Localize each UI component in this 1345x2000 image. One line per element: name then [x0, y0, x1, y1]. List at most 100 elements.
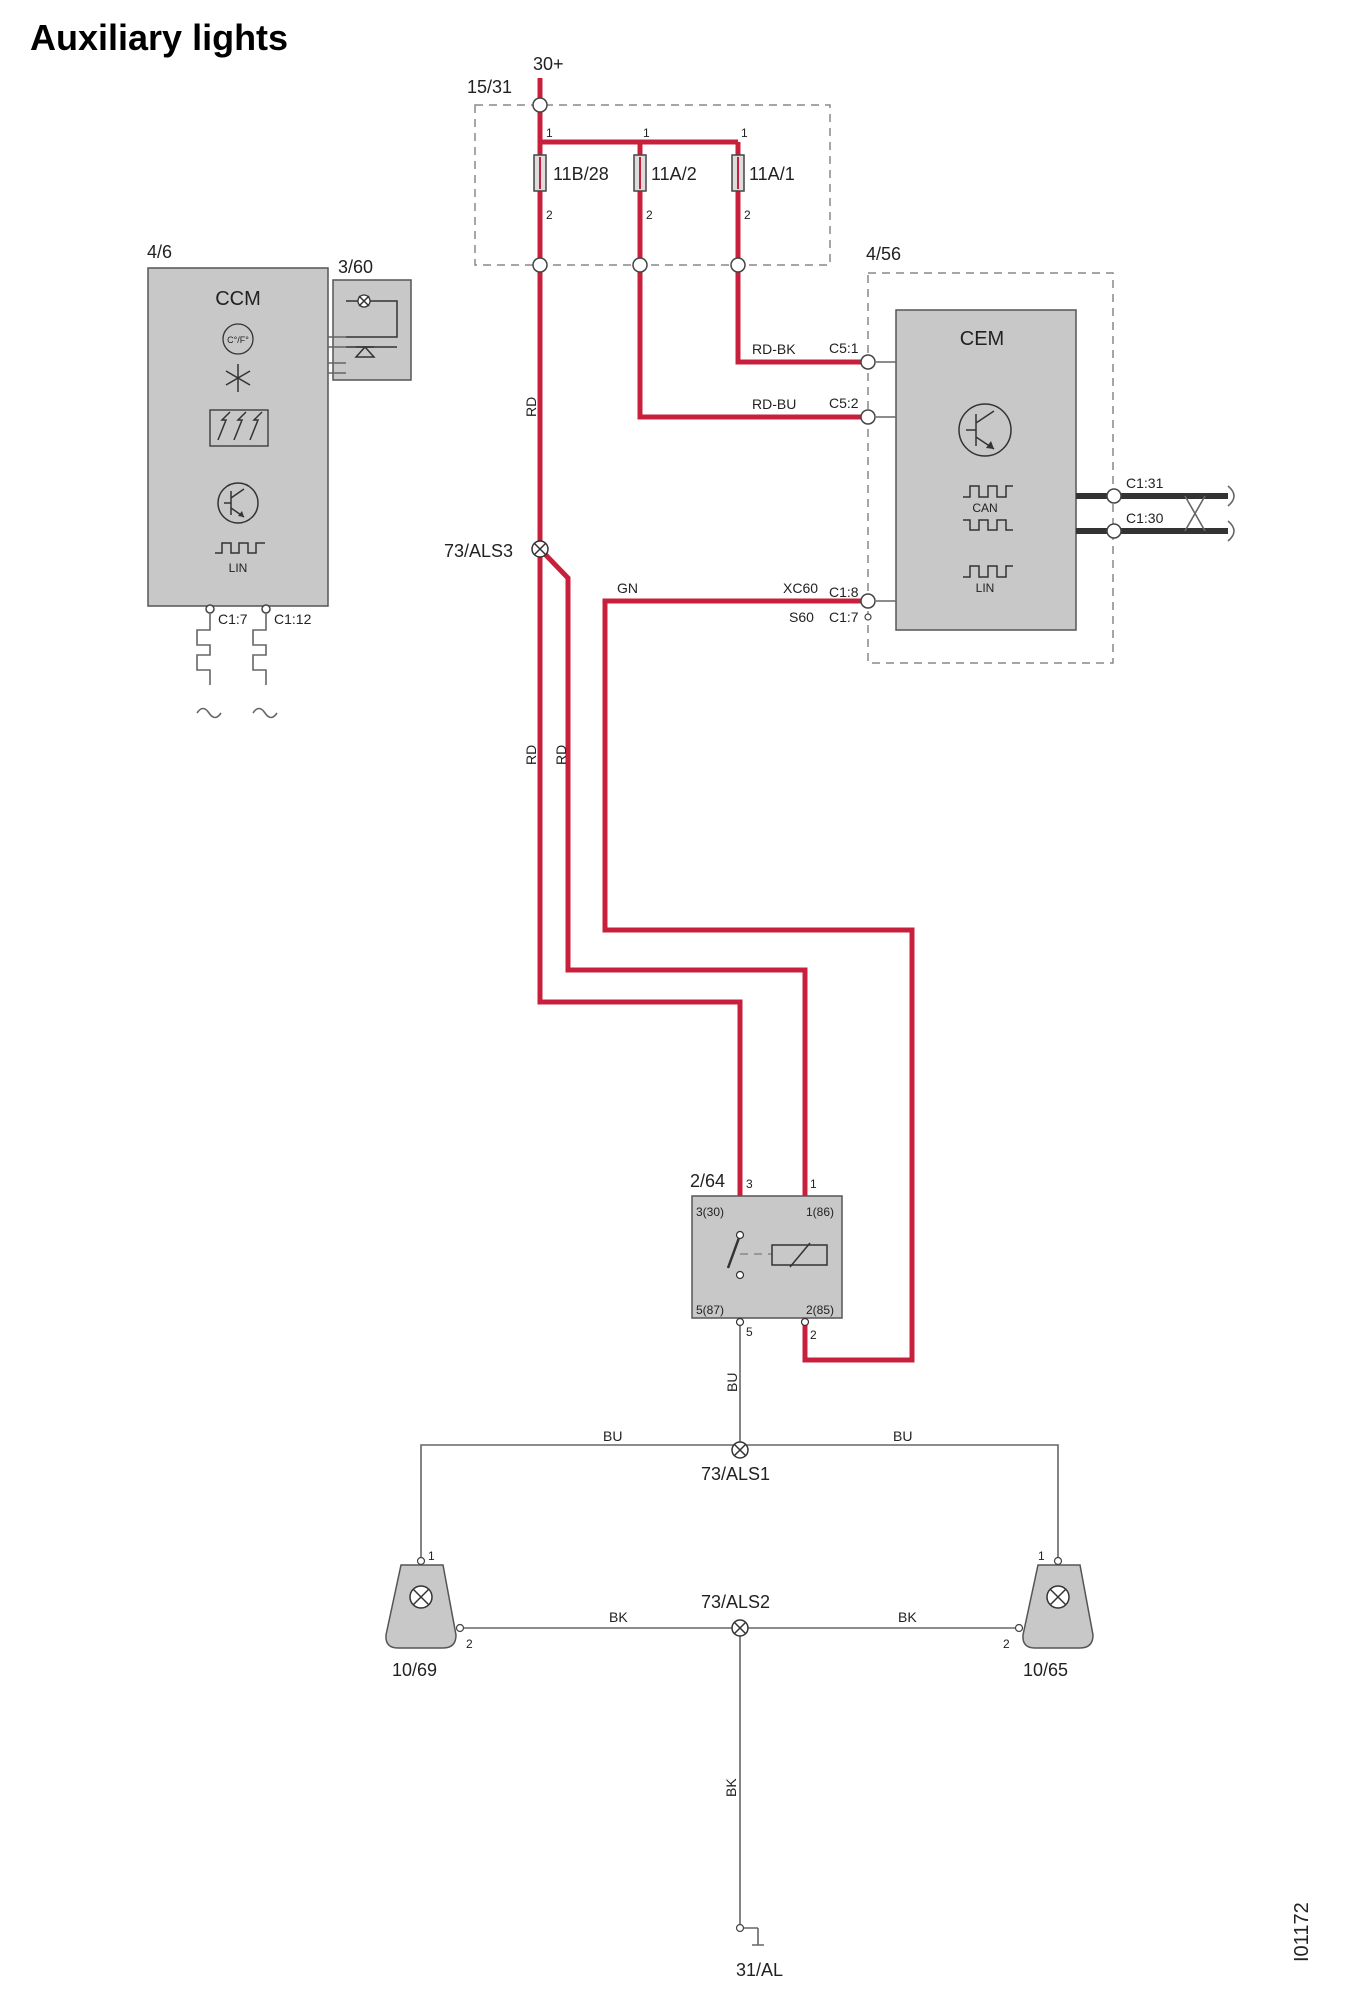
fuse-pin-in: 1 — [546, 126, 553, 140]
cem-terminal-c131 — [1106, 488, 1122, 504]
lin-wire-c112 — [252, 613, 267, 685]
relay-coil — [771, 1244, 828, 1266]
panel-led-icon — [354, 345, 376, 358]
relay-body — [691, 1195, 843, 1319]
wire-label-bu: BU — [724, 1373, 740, 1392]
cem-pin-c130: C1:30 — [1126, 510, 1164, 526]
lamp-id: 10/69 — [392, 1660, 437, 1680]
can-low-signal-icon — [963, 519, 1013, 531]
supply-label: 30+ — [533, 54, 564, 74]
ccm-id: 4/6 — [147, 242, 172, 262]
cem-boundary — [867, 272, 1114, 664]
splice-als3: 73/ALS3 — [444, 540, 549, 561]
lamp-terminal-2 — [455, 1623, 465, 1633]
fuse-pin-out: 2 — [646, 208, 653, 222]
splice-als2-label: 73/ALS2 — [701, 1592, 770, 1612]
ccm-temp-label: C°/F° — [227, 335, 249, 345]
fuse-11a1: 1 2 11A/1 — [731, 126, 795, 222]
fuse-box: 15/31 — [467, 77, 831, 266]
cem-lin-label: LIN — [976, 581, 995, 595]
terminal-11a2-out — [632, 257, 648, 273]
cem-terminal-c52 — [860, 409, 876, 425]
cem-pin-c51: C5:1 — [829, 340, 859, 356]
relay-label-587: 5(87) — [696, 1303, 724, 1317]
wire-label-bk: BK — [609, 1609, 628, 1625]
fuse-11b28: 1 2 11B/28 — [533, 126, 609, 222]
can-bus-continuation — [1227, 485, 1235, 542]
relay-pin-2: 2 — [810, 1328, 817, 1342]
wire-label-rd-bu: RD-BU — [752, 396, 796, 412]
wire-rd-bk — [735, 190, 868, 365]
lamp-10-65: 1 2 10/65 — [1003, 1549, 1094, 1680]
wire-label-bk: BK — [723, 1778, 739, 1797]
splice-als3-label: 73/ALS3 — [444, 541, 513, 561]
panel-body — [332, 279, 412, 381]
cem-variant-s60: S60 — [789, 609, 814, 625]
wire-label-bu: BU — [603, 1428, 622, 1444]
wire-label-rd: RD — [523, 745, 539, 765]
bulb-cross — [412, 1588, 430, 1606]
twisted-pair-symbol — [1184, 495, 1206, 532]
lin-wire-c17 — [196, 613, 211, 685]
fuse-pin-out: 2 — [744, 208, 751, 222]
panel-3-60: 3/60 — [328, 257, 412, 381]
splice-als2: 73/ALS2 — [701, 1592, 770, 1637]
ccm-label: CCM — [215, 288, 261, 310]
heater-elements-icon — [209, 409, 269, 447]
cem-label: CEM — [960, 328, 1004, 350]
lamp-id: 10/65 — [1023, 1660, 1068, 1680]
relay-contact-87 — [735, 1270, 745, 1280]
splice-als1: 73/ALS1 — [701, 1441, 770, 1484]
relay-coil-mark — [789, 1242, 811, 1268]
fuse-name: 11A/2 — [651, 164, 697, 184]
cem-pin-c131: C1:31 — [1126, 475, 1164, 491]
cem-internal-leads — [876, 361, 896, 602]
wire-bk-ground — [739, 1628, 758, 1929]
wire-bu-lamps — [420, 1444, 1059, 1565]
relay-pin-3: 3 — [746, 1177, 753, 1191]
power-wires — [537, 78, 915, 1363]
ccm-terminal-c17 — [205, 604, 215, 614]
bulb-cross — [1049, 1588, 1067, 1606]
fuse-name: 11B/28 — [553, 164, 609, 184]
cem-variant-xc60: XC60 — [783, 580, 818, 596]
splice-cross — [533, 542, 547, 556]
wire-rd-bu — [637, 190, 868, 420]
cem-terminal-c51 — [860, 354, 876, 370]
cem-pin-c18: C1:8 — [829, 584, 859, 600]
cem-pin-c17: C1:7 — [829, 609, 859, 625]
temperature-icon — [222, 323, 254, 355]
ccm-module: 4/6 CCM C°/F° LIN C1:7 C1:12 — [147, 242, 329, 719]
relay-pin-1: 1 — [810, 1177, 817, 1191]
wire-label-gn: GN — [617, 580, 638, 596]
transistor-icon — [217, 482, 259, 524]
fuse-box-terminals — [532, 97, 746, 273]
snowflake-icon — [225, 364, 251, 392]
relay-label-285: 2(85) — [806, 1303, 834, 1317]
lamp-terminal-1 — [1053, 1556, 1063, 1566]
lamp-10-69: 1 2 10/69 — [385, 1549, 473, 1680]
cem-module: 4/56 CEM CAN LIN C5:1 C5:2 XC60 C1:8 S60… — [783, 244, 1235, 664]
lamp-pin-1: 1 — [1038, 1549, 1045, 1563]
wire-label-rd: RD — [553, 745, 569, 765]
cem-terminal-c17 — [864, 613, 872, 621]
relay-contact-30 — [735, 1230, 745, 1240]
fuse-pin-in: 1 — [741, 126, 748, 140]
panel-id: 3/60 — [338, 257, 373, 277]
cem-terminal-c130 — [1106, 523, 1122, 539]
wire-label-rd: RD — [523, 397, 539, 417]
ground-symbol — [752, 1928, 764, 1946]
continuation-c112 — [252, 707, 278, 719]
cem-id: 4/56 — [866, 244, 901, 264]
splice-cross — [733, 1443, 747, 1457]
relay-label-186: 1(86) — [806, 1205, 834, 1219]
relay-pin-5: 5 — [746, 1325, 753, 1339]
splice-als1-label: 73/ALS1 — [701, 1464, 770, 1484]
figure-id: I01172 — [1291, 1902, 1313, 1962]
splice-cross — [733, 1621, 747, 1635]
wire-label-rd-bk: RD-BK — [752, 341, 796, 357]
continuation-c17 — [196, 707, 222, 719]
ground-terminal — [735, 1923, 745, 1933]
ground-label: 31/AL — [736, 1960, 783, 1980]
